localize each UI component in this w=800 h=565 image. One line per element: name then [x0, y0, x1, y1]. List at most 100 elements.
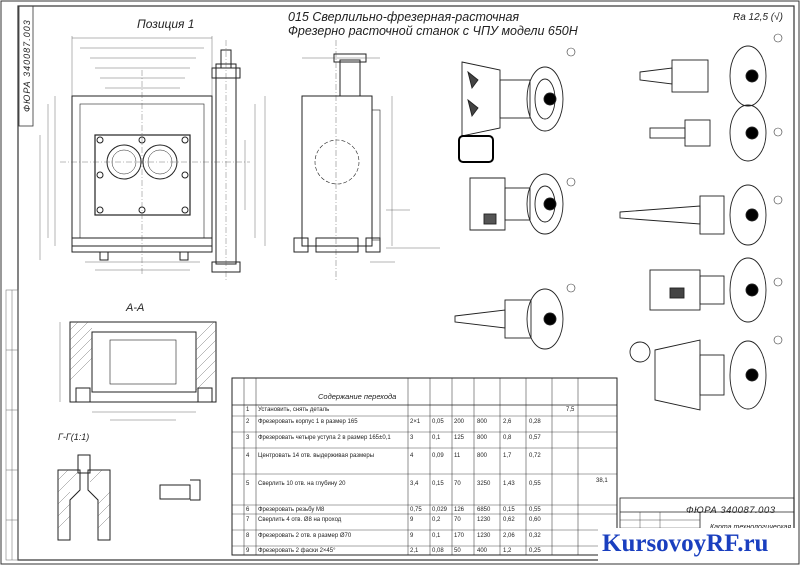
- table-cell: 0,05: [432, 419, 444, 425]
- table-cell: 0,28: [529, 419, 541, 425]
- tool-2-end-mill: [469, 173, 564, 235]
- table-cell: 0,60: [529, 517, 541, 523]
- table-cell: 2,06: [503, 533, 515, 539]
- table-row-text: Фрезеровать четыре уступа 2 в размер 165…: [258, 435, 391, 441]
- table-cell: 800: [477, 419, 488, 425]
- table-total: 38,1: [596, 478, 608, 484]
- table-cell: 0,25: [529, 548, 541, 554]
- table-cell: 2,6: [503, 419, 512, 425]
- table-cell: 170: [454, 533, 465, 539]
- table-cell: 0,1: [432, 533, 441, 539]
- section-aa-hatch: [69, 321, 217, 391]
- table-cell: 9: [410, 517, 414, 523]
- part-front-view: [71, 49, 241, 273]
- table-cell: 1: [246, 407, 250, 413]
- tool-3-drill: [454, 288, 564, 350]
- tool-6-twist-drill: [619, 184, 767, 246]
- table-cell: 70: [454, 481, 461, 487]
- table-cell: 6: [246, 507, 250, 513]
- table-cell: 0,8: [503, 435, 512, 441]
- table-cell: 4: [246, 453, 250, 459]
- table-cell: 4: [410, 453, 414, 459]
- table-cell: 1,7: [503, 453, 512, 459]
- front-view-dimensions: [39, 36, 266, 271]
- tool-5-tap: [649, 104, 767, 162]
- detail-callout-box: [458, 135, 494, 163]
- table-cell: 800: [477, 435, 488, 441]
- tool-7-boring-bar: [649, 257, 767, 323]
- side-view-dimensions: [302, 40, 440, 280]
- stamp-code: ФЮРА 340087.003: [22, 19, 32, 112]
- left-binding-strip: [5, 289, 19, 561]
- part-side-view: [293, 53, 381, 253]
- table-cell: 800: [477, 453, 488, 459]
- table-cell: 1,43: [503, 481, 515, 487]
- section-aa: [69, 321, 217, 403]
- table-row-text: Фрезеровать корпус 1 в размер 165: [258, 419, 358, 425]
- table-cell: 0,75: [410, 507, 422, 513]
- table-cell: 2: [246, 419, 250, 425]
- table-cell: 2,1: [410, 548, 419, 554]
- table-cell: 400: [477, 548, 488, 554]
- table-row-text: Сверлить 10 отв. на глубину 20: [258, 481, 346, 487]
- table-cell: 0,15: [503, 507, 515, 513]
- table-cell: 50: [454, 548, 461, 554]
- table-cell: 3250: [477, 481, 491, 487]
- table-cell: 0,029: [432, 507, 448, 513]
- table-cell: 0,15: [432, 481, 444, 487]
- table-cell: 200: [454, 419, 465, 425]
- table-cell: 0,55: [529, 481, 541, 487]
- section-aa-dims: [59, 322, 196, 421]
- table-cell: 0,1: [432, 435, 441, 441]
- table-cell: 1230: [477, 533, 491, 539]
- table-cell: 0,55: [529, 507, 541, 513]
- tool-4-centre-drill: [639, 45, 767, 107]
- table-cell: 3: [410, 435, 414, 441]
- table-cell: 126: [454, 507, 465, 513]
- table-cell: 5: [246, 481, 250, 487]
- titleblock-name: Карта технологическая: [710, 524, 791, 531]
- table-cell: 9: [410, 533, 414, 539]
- watermark-text[interactable]: KursovoyRF.ru: [602, 530, 769, 557]
- table-cell: 3,4: [410, 481, 419, 487]
- table-cell: 0,08: [432, 548, 444, 554]
- table-cell: 7: [246, 517, 250, 523]
- section-gg: [57, 454, 201, 541]
- table-cell: 0,09: [432, 453, 444, 459]
- table-row-text: Фрезеровать 2 отв. в размер Ø70: [258, 533, 352, 539]
- table-row-text: Фрезеровать резьбу М8: [258, 507, 325, 513]
- table-cell: 2×1: [410, 419, 421, 425]
- section-gg-hatch: [57, 469, 111, 529]
- table-cell: 1230: [477, 517, 491, 523]
- table-cell: 0,32: [529, 533, 541, 539]
- table-cell: 8: [246, 533, 250, 539]
- table-cell: 1,2: [503, 548, 512, 554]
- table-cell: 6850: [477, 507, 491, 513]
- tool-8-chamfer-mill: [629, 339, 767, 411]
- table-row-text: Центровать 14 отв. выдерживая размеры: [258, 453, 375, 459]
- table-row-text: Фрезеровать 2 фаски 2×45°: [258, 548, 336, 554]
- titleblock-code: ФЮРА 340087.003: [686, 505, 776, 516]
- section-gg-label: Г-Г(1:1): [58, 432, 90, 442]
- table-cell: 11: [454, 453, 461, 459]
- operation-title: 015 Сверлильно-фрезерная-расточная: [288, 10, 520, 24]
- table-cell: 125: [454, 435, 465, 441]
- table-cell: 0,57: [529, 435, 541, 441]
- tool-number-circles: [566, 33, 783, 345]
- machine-title: Фрезерно расточной станок с ЧПУ модели 6…: [288, 24, 578, 38]
- table-cell: 0,72: [529, 453, 541, 459]
- table-row-text: Установить, снять деталь: [258, 407, 330, 413]
- table-heading: Содержание перехода: [318, 392, 397, 401]
- process-table: [231, 377, 618, 556]
- roughness-symbol: Ra 12,5 (√): [733, 12, 783, 23]
- table-cell: 70: [454, 517, 461, 523]
- table-cell: 0,2: [432, 517, 441, 523]
- table-cell: 0,62: [503, 517, 515, 523]
- table-cell: 9: [246, 548, 250, 554]
- tool-1-face-mill: [461, 61, 564, 137]
- table-cell: 3: [246, 435, 250, 441]
- section-aa-label: А-А: [126, 302, 145, 314]
- table-cell: 7,5: [566, 407, 575, 413]
- table-row-text: Сверлить 4 отв. Ø8 на проход: [258, 517, 342, 523]
